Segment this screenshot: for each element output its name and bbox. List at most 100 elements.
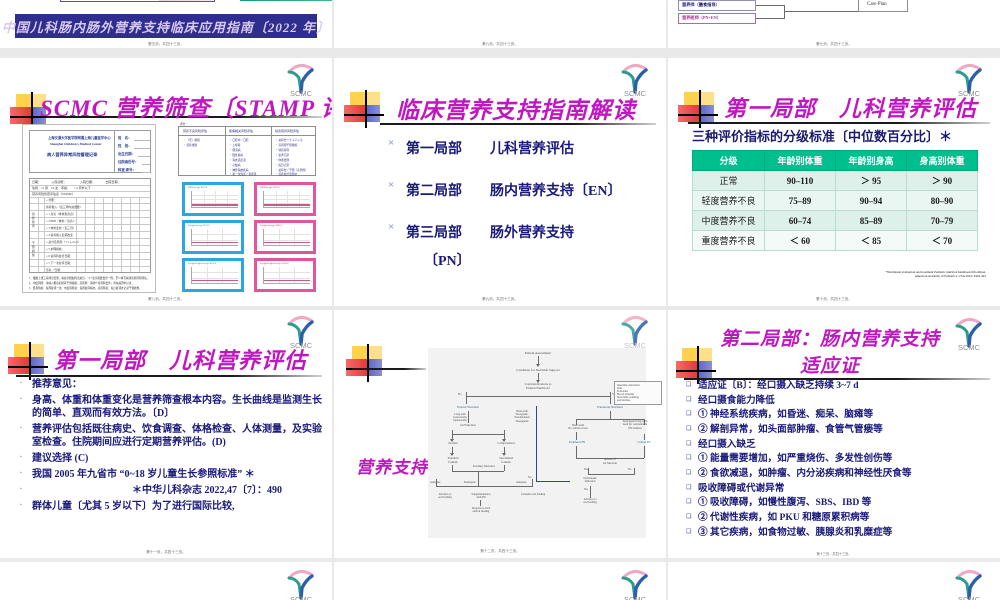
slide-thumbnail-15[interactable]: SCMC <box>334 562 666 600</box>
flow-node: Long-term Gastrostomy Jejunostomy <box>453 413 467 423</box>
list-item: ▪ 我国 2005 年九省市 “0~18 岁儿童生长参照标准” ＊ <box>20 468 324 481</box>
flow-node: Compromised <box>497 441 515 445</box>
flow-node: GI Function <box>460 423 476 427</box>
flow-node: Candidate for Nutrition Support <box>516 368 560 372</box>
nutrition-support-flowchart: Patient Assessment Candidate for Nutriti… <box>428 348 662 538</box>
care-plan-box: Care Plan <box>858 0 908 12</box>
partial-teal-bar <box>240 0 332 1</box>
svg-text:SCMC: SCMC <box>958 343 981 352</box>
table-header-row: 分级 年龄别体重 年龄别身高 身高别体重 <box>692 150 978 171</box>
slide-thumbnail-11[interactable]: SCMC 第一局部 儿科营养评估 ▪ 推荐意见： ▪ 身高、体重和体重变化是营养… <box>0 310 332 558</box>
list-item: ▪ 建议选择 (C) <box>20 452 324 465</box>
table-row: 重度营养不良 ＜ 60 ＜ 85 ＜ 70 <box>692 230 978 251</box>
list-item: ❑ 吸收障碍或代谢异常 <box>686 483 992 496</box>
growth-chart-card: BMI-for-age BOYS <box>182 182 244 216</box>
list-item: ▪ ＊中华儿科杂志 2022,47〔7〕：490 <box>20 484 324 497</box>
agenda-list: × 第一局部 儿科营养评估 × 第二局部 肠内营养支持〔EN〕 × 第三局部 肠… <box>388 138 652 270</box>
slide-thumbnail-14[interactable]: SCMC <box>0 562 332 600</box>
growth-chart-title: BMI-for-age GIRLS <box>260 186 280 189</box>
cell-value: 60–74 <box>764 210 836 231</box>
flow-node: Consider oral feeding <box>520 493 546 496</box>
bullet-marker: ❑ <box>686 499 692 506</box>
criteria-header-3: 综合营养风险评估 <box>275 129 300 133</box>
slide-thumbnail-9[interactable]: SCMC 临床营养支持指南解读 × 第一局部 儿科营养评估 × 第二局部 肠内营… <box>334 58 666 306</box>
slide-title-line-1: 第二局部：肠内营养支持 <box>720 329 941 350</box>
slide-title: 第一局部 儿科营养评估 <box>724 96 978 121</box>
title-decoration <box>676 346 722 384</box>
list-item-label: 身高、体重和体重变化是营养筛查根本内容。生长曲线是监测生长的简单、直观而有效方法… <box>32 395 322 419</box>
cell-value: ＞ 90 <box>906 170 978 191</box>
title-decoration <box>344 90 390 128</box>
criteria-header-2: 疾病相关风险评估 <box>229 129 254 133</box>
bullet-marker: ▪ <box>20 426 22 431</box>
scmc-logo-icon: SCMC <box>280 314 322 350</box>
title-decoration <box>10 92 56 130</box>
cell-value: 80–90 <box>906 190 978 211</box>
slide-thumbnail-16[interactable]: SCMC <box>668 562 1000 600</box>
cell-value: ＜ 60 <box>764 230 836 251</box>
slide-title-line-2: 适应证 <box>800 356 861 377</box>
column-header: 年龄别身高 <box>835 150 907 171</box>
bullet-marker: ❑ <box>686 513 692 520</box>
flow-node: Advance to oral feeding <box>438 493 452 500</box>
criteria-header-1: 营养不良风险评估 <box>183 129 208 133</box>
svg-text:SCMC: SCMC <box>290 89 313 98</box>
slide-title: 临床营养支持指南解读 <box>396 98 636 123</box>
table-footnote: *Nutritional evaluation and treatment Pe… <box>756 270 986 279</box>
form-org-line1: 上海交通大学医学院附属上海儿童医学中心 <box>48 136 111 140</box>
slide-thumbnail-10[interactable]: SCMC 第一局部 儿科营养评估 三种评价指标的分级标准〔中位数百分比〕＊ 分级… <box>668 58 1000 306</box>
flow-node: Advance to oral feeding <box>583 498 597 505</box>
growth-chart-card: BMI-for-age GIRLS <box>254 182 316 216</box>
slide-title: 第一局部 儿科营养评估 <box>54 348 308 373</box>
list-item: ❑ ① 吸收障碍，如慢性腹泻、SBS、IBD 等 <box>686 497 992 510</box>
scmc-logo-icon: SCMC <box>614 314 656 350</box>
bullet-marker: ❑ <box>686 484 692 491</box>
title-rule <box>16 375 322 377</box>
partial-purple-bar <box>60 0 215 2</box>
title-rule <box>352 368 426 370</box>
list-item-label: 第二局部 肠内营养支持〔EN〕 <box>406 184 622 199</box>
cell-grade: 正常 <box>692 170 765 191</box>
flow-label: Yes <box>584 468 588 471</box>
list-item: ▪ 营养评估包括既往病史、饮食调查、体格检查、人体测量，及实验室检查。住院期间应… <box>20 423 324 449</box>
svg-text:SCMC: SCMC <box>624 595 647 600</box>
column-header: 分级 <box>692 150 765 171</box>
list-item-label: 第一局部 儿科营养评估 <box>406 142 574 157</box>
growth-chart-title: Length/height-for-age BOYS <box>188 262 217 265</box>
guideline-banner: 中国儿科肠内肠外营养支持临床应用指南〔2022 年〕 <box>2 14 329 38</box>
list-item: ❑ ② 解剖异常，如头面部肿瘤、食管气管瘘等 <box>686 424 992 437</box>
bullet-marker: × <box>388 221 395 233</box>
list-item: × 第三局部 肠外营养支持 <box>388 222 652 242</box>
slide-thumbnail-8[interactable]: SCMC SCMC 营养筛查〔STAMP 评分〕 上海交通大学医学院附属上海儿童… <box>0 58 332 306</box>
list-item: × 第一局部 儿科营养评估 <box>388 138 652 158</box>
slide-thumbnail-5[interactable]: 中国儿科肠内肠外营养支持临床应用指南〔2022 年〕 第五页，共四十三页。 <box>0 0 332 48</box>
list-item: ▪ 身高、体重和体重变化是营养筛查根本内容。生长曲线是监测生长的简单、直观而有效… <box>20 394 324 420</box>
bullet-marker: × <box>388 179 395 191</box>
slide-thumbnail-6[interactable]: 第六页，共四十三页。 <box>334 0 666 48</box>
bullet-marker: ❑ <box>686 396 692 403</box>
form-note-2: 2、中度风险：请填入相应的营养干预措施，高风险：请转介营养科会诊，并在病历中记录… <box>29 282 135 285</box>
page-footer: 第五页，共四十三页。 <box>148 42 184 46</box>
bullet-marker: ❑ <box>686 425 692 432</box>
growth-chart-title: Weight-for-age GIRLS <box>260 224 282 227</box>
list-item-label: ② 食欲减退，如肿瘤、内分泌疾病和神经性厌食等 <box>698 467 912 479</box>
list-item-label: ② 代谢性疾病，如 PKU 和糖原累积病等 <box>698 511 870 523</box>
bullet-marker: ❑ <box>686 440 692 447</box>
slide-thumbnail-12[interactable]: SCMC 营养支持途径 Patient Assessment Candidate… <box>334 310 666 558</box>
cell-value: 85–89 <box>835 210 907 231</box>
dietitian-box-label: 营养师（膳食指导） <box>682 2 720 7</box>
cell-value: 70–79 <box>906 210 978 231</box>
title-decoration <box>678 90 724 128</box>
slide-thumbnail-13[interactable]: SCMC 第二局部：肠内营养支持 适应证 ❑ 适应证〔B〕：经口摄入缺乏持续 3… <box>668 310 1000 558</box>
form-org-line3: 病人营养异常风险管理记录 <box>47 152 98 157</box>
scmc-logo-icon: SCMC <box>614 568 656 600</box>
column-header: 年龄别体重 <box>764 150 836 171</box>
list-item-label: ① 能量需要增加，如严重烧伤、多发性创伤等 <box>698 453 893 465</box>
list-item-label: 我国 2005 年九省市 “0~18 岁儿童生长参照标准” ＊ <box>32 469 255 480</box>
indications-list: ❑ 适应证〔B〕：经口摄入缺乏持续 3~7 d ❑ 经口摄食能力降低 ❑ ① 神… <box>686 380 992 539</box>
flow-node: Oral intake indicated <box>583 476 597 484</box>
slide-thumbnail-7[interactable]: 营养师（膳食指导） 营养医师（PN+EN） Care Plan 第七页，共四十三… <box>668 0 1000 48</box>
growth-chart-title: Weight-for-age BOYS <box>188 224 210 227</box>
nutrition-physician-box-label: 营养医师（PN+EN） <box>682 15 721 20</box>
list-item-label: ① 神经系统疾病，如昏迷、痴呆、脑瘫等 <box>698 409 874 421</box>
